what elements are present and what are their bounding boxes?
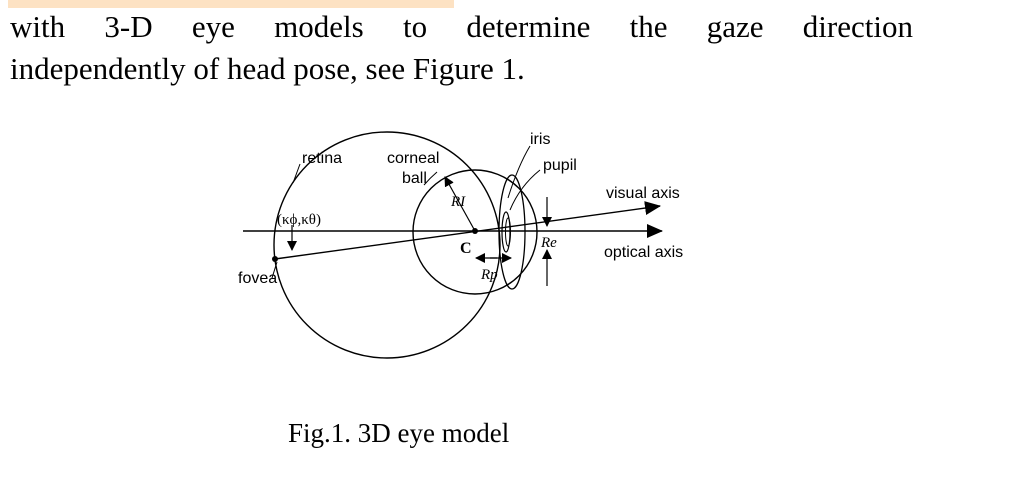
retina-leader xyxy=(292,163,301,184)
iris-shape xyxy=(498,174,526,290)
text-highlight xyxy=(8,0,454,8)
pupil-label: pupil xyxy=(543,157,577,174)
corneal-ball-leader xyxy=(423,171,438,186)
fovea-leader xyxy=(271,261,278,279)
retina-label: retina xyxy=(302,150,342,167)
pupil-leader xyxy=(509,169,541,211)
eye-radius-label: Re xyxy=(540,235,557,251)
kappa-label: (κϕ,κθ) xyxy=(277,212,321,228)
pupil-inner-shape xyxy=(505,217,511,247)
eyeball-circle xyxy=(273,131,501,359)
corneal-radius-label: RI xyxy=(450,194,466,210)
fovea-label: fovea xyxy=(238,270,277,287)
center-label: C xyxy=(460,240,472,257)
figure-caption: Fig.1. 3D eye model xyxy=(288,418,510,448)
corneal-ball-circle xyxy=(412,169,538,295)
iris-leader xyxy=(507,145,531,199)
visual-axis-line xyxy=(274,201,661,260)
optical-axis-label: optical axis xyxy=(604,244,683,261)
iris-label: iris xyxy=(530,131,550,148)
ball-label: ball xyxy=(402,170,427,187)
paragraph-line-2: independently of head pose, see Figure 1… xyxy=(10,51,525,86)
paragraph-line-1: with 3-D eye models to determine the gaz… xyxy=(10,9,913,44)
fovea-point xyxy=(272,256,278,262)
visual-axis-label: visual axis xyxy=(606,185,680,202)
corneal-label: corneal xyxy=(387,150,439,167)
corneal-radius-arrow xyxy=(444,176,476,232)
pupil-distance-label: Rp xyxy=(480,267,498,283)
